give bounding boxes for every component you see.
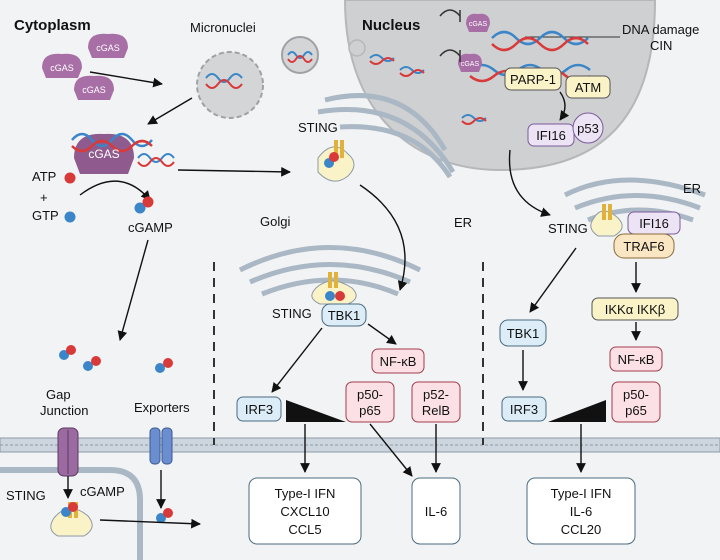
sting-golgi-label: STING [272, 306, 312, 321]
svg-text:IRF3: IRF3 [510, 402, 538, 417]
atp-label: ATP [32, 169, 56, 184]
cgamp-dimer-exported [156, 508, 173, 523]
svg-text:ATM: ATM [575, 80, 601, 95]
cytoplasm-label: Cytoplasm [14, 17, 91, 34]
svg-text:NF-κB: NF-κB [380, 354, 417, 369]
er-right-label: ER [683, 181, 701, 196]
svg-text:TBK1: TBK1 [328, 308, 361, 323]
er-membrane-left [317, 93, 456, 179]
cgamp-icon [134, 196, 154, 214]
gradient-wedge-right [548, 400, 606, 422]
nfkb-box-mid [371, 348, 425, 374]
exporters-label: Exporters [134, 400, 190, 415]
svg-text:TRAF6: TRAF6 [623, 239, 664, 254]
ifi16-box-nucleus [527, 123, 575, 147]
exporter-channel [149, 427, 173, 465]
gtp-dot [64, 211, 76, 223]
ikk-box [591, 297, 679, 321]
sting-top-label: STING [298, 120, 338, 135]
cgas-active-label: cGAS [88, 147, 119, 161]
output-box-mid [411, 477, 461, 545]
p50-p65-box-right [611, 381, 661, 423]
gradient-wedge-left [286, 400, 346, 422]
svg-text:Type-I IFN: Type-I IFN [551, 486, 612, 501]
p52-relb-box [411, 381, 461, 423]
svg-text:cGAS: cGAS [469, 21, 488, 28]
svg-text:p65: p65 [625, 403, 647, 418]
svg-text:p52-: p52- [423, 387, 449, 402]
nucleus-label: Nucleus [362, 17, 420, 34]
nfkb-box-right [609, 346, 663, 372]
cin-label: CIN [650, 38, 672, 53]
sting-right-label: STING [548, 221, 588, 236]
svg-text:CCL20: CCL20 [561, 522, 601, 537]
cgamp-bottom-label: cGAMP [80, 484, 125, 499]
tbk1-box-left [321, 303, 367, 327]
svg-text:IFI16: IFI16 [639, 216, 669, 231]
plus-label: + [40, 190, 48, 205]
svg-text:IL-6: IL-6 [570, 504, 592, 519]
svg-text:cGAS: cGAS [461, 61, 480, 68]
svg-text:TBK1: TBK1 [507, 326, 540, 341]
output-box-right [526, 477, 636, 545]
svg-text:CXCL10: CXCL10 [280, 504, 329, 519]
parp1-box [504, 67, 562, 91]
traf6-box [613, 233, 675, 259]
atp-dot [64, 172, 76, 184]
svg-text:IL-6: IL-6 [425, 504, 447, 519]
micronucleus [196, 36, 319, 119]
tbk1-box-right [499, 319, 547, 347]
irf3-box-left [236, 396, 282, 422]
svg-text:IFI16: IFI16 [536, 128, 566, 143]
p53-circle [572, 112, 604, 144]
cgas-cluster: cGAS cGAS cGAS [42, 33, 128, 100]
p50-p65-box-mid [345, 381, 395, 423]
dna-damage-label: DNA damage [622, 22, 699, 37]
nuclear-cgas: cGAS cGAS [439, 9, 490, 72]
cgas-dna-complex: cGAS [71, 132, 175, 174]
svg-text:CCL5: CCL5 [288, 522, 321, 537]
pathway-arrows [63, 71, 641, 529]
cgamp-dimers-left [59, 345, 173, 373]
svg-text:p53: p53 [577, 121, 599, 136]
svg-text:p50-: p50- [357, 387, 383, 402]
micronuclei-label: Micronuclei [190, 20, 256, 35]
gap-junction-label-2: Junction [40, 403, 88, 418]
sting-receptor-bottom [50, 502, 93, 537]
svg-text:cGAS: cGAS [82, 85, 106, 95]
output-box-left [248, 477, 362, 545]
cgamp-label: cGAMP [128, 220, 173, 235]
sting-golgi [311, 272, 357, 305]
gap-junction-channel [57, 427, 79, 477]
svg-text:NF-κB: NF-κB [618, 352, 655, 367]
svg-text:cGAS: cGAS [50, 63, 74, 73]
svg-text:RelB: RelB [422, 403, 450, 418]
er-left-label: ER [454, 215, 472, 230]
cell-membrane [0, 437, 720, 560]
gtp-label: GTP [32, 208, 59, 223]
golgi-label: Golgi [260, 214, 290, 229]
svg-text:cGAS: cGAS [96, 43, 120, 53]
svg-text:p50-: p50- [623, 387, 649, 402]
sting-receptor-right [590, 204, 623, 237]
svg-text:IKKα IKKβ: IKKα IKKβ [605, 302, 666, 317]
sting-bottom-label: STING [6, 488, 46, 503]
gap-junction-label: Gap [46, 387, 71, 402]
svg-text:Type-I IFN: Type-I IFN [275, 486, 336, 501]
atm-box [565, 75, 611, 99]
irf3-box-right [501, 396, 547, 422]
svg-text:PARP-1: PARP-1 [510, 72, 556, 87]
sting-receptor-top [317, 140, 355, 182]
svg-text:p65: p65 [359, 403, 381, 418]
svg-text:IRF3: IRF3 [245, 402, 273, 417]
